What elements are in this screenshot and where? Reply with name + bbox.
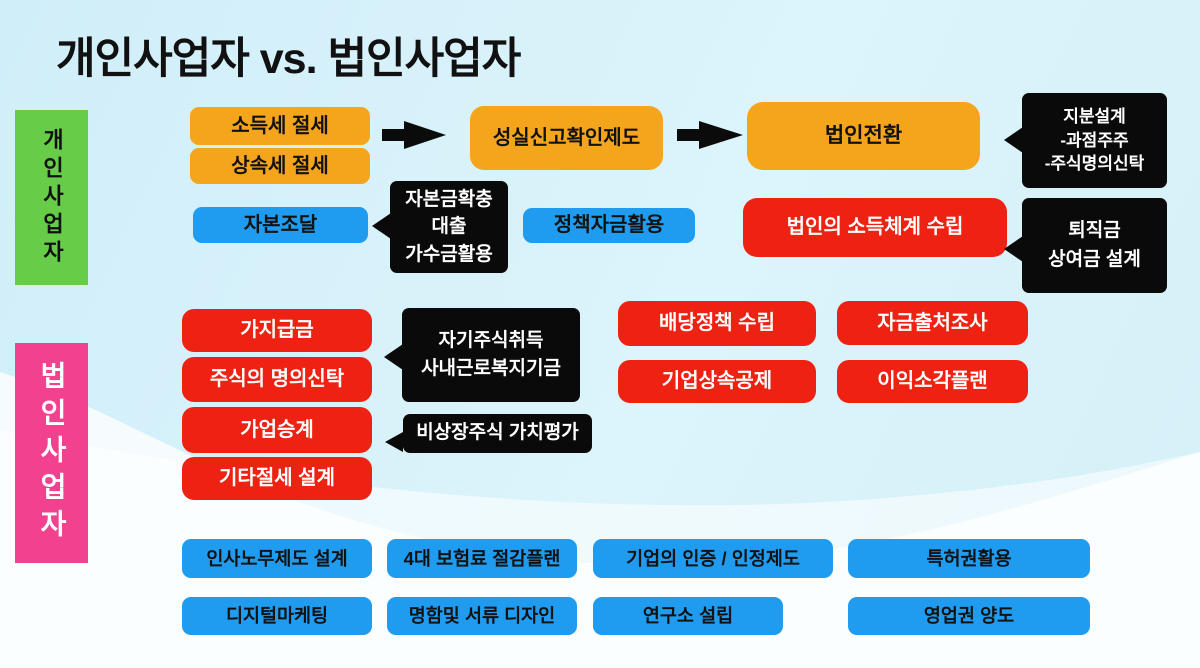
- callout-line: -과점주주: [1060, 130, 1129, 150]
- callout-line: 비상장주식 가치평가: [416, 422, 579, 444]
- box-profit-retirement-plan: 이익소각플랜: [837, 360, 1028, 403]
- box-capital-raising: 자본조달: [193, 207, 368, 243]
- box-business-succession: 가업승계: [182, 407, 372, 453]
- callout-line: 가수금활용: [405, 243, 493, 265]
- flow-arrow-icon: [382, 121, 446, 149]
- callout-line: 자기주식취득: [438, 329, 544, 351]
- callout-tail-left: [384, 344, 403, 370]
- box-digital-marketing: 디지털마케팅: [182, 597, 372, 635]
- callout-tail-left: [385, 432, 403, 452]
- callout-tail-left: [372, 213, 391, 239]
- box-insurance-saving: 4대 보험료 절감플랜: [387, 539, 577, 578]
- box-provisional-payment: 가지급금: [182, 309, 372, 352]
- box-income-tax-saving: 소득세 절세: [190, 107, 370, 145]
- side-label-personal: 개인사업자: [15, 110, 88, 285]
- callout-equity-design: 지분설계 -과점주주 -주식명의신탁: [1004, 93, 1167, 188]
- callout-treasury-stock: 자기주식취득 사내근로복지기금: [384, 308, 580, 402]
- callout-line: 퇴직금: [1068, 220, 1121, 241]
- box-stock-title-trust: 주식의 명의신탁: [182, 357, 372, 402]
- box-faithful-reporting: 성실신고확인제도: [470, 106, 663, 170]
- flow-arrow-icon: [677, 121, 743, 149]
- box-fund-source-audit: 자금출처조사: [837, 301, 1028, 345]
- page-title: 개인사업자 vs. 법인사업자: [56, 35, 521, 83]
- box-inheritance-deduction: 기업상속공제: [618, 360, 816, 403]
- box-goodwill-transfer: 영업권 양도: [848, 597, 1090, 635]
- callout-retirement-bonus: 퇴직금 상여금 설계: [1004, 198, 1167, 293]
- callout-line: 지분설계: [1063, 107, 1126, 127]
- callout-tail-left: [1004, 236, 1023, 262]
- box-research-center: 연구소 설립: [593, 597, 783, 635]
- box-patent-use: 특허권활용: [848, 539, 1090, 578]
- box-card-design: 명함및 서류 디자인: [387, 597, 577, 635]
- box-incorporation: 법인전환: [747, 102, 980, 170]
- callout-line: 자본금확충: [405, 188, 493, 210]
- box-policy-funds: 정책자금활용: [523, 208, 695, 243]
- box-other-tax-design: 기타절세 설계: [182, 457, 372, 500]
- box-dividend-policy: 배당정책 수립: [618, 301, 816, 346]
- side-label-corporate: 법인사업자: [15, 343, 88, 563]
- box-certification: 기업의 인증 / 인정제도: [593, 539, 833, 578]
- callout-line: 대출: [431, 216, 467, 238]
- callout-capital-expansion: 자본금확충 대출 가수금활용: [372, 181, 508, 273]
- callout-line: 상여금 설계: [1048, 248, 1141, 270]
- box-income-structure: 법인의 소득체계 수립: [743, 198, 1007, 257]
- side-label-corporate-text: 법인사업자: [36, 360, 68, 546]
- callout-unlisted-valuation: 비상장주식 가치평가: [385, 414, 592, 453]
- box-inheritance-tax-saving: 상속세 절세: [190, 148, 370, 184]
- callout-line: 사내근로복지기금: [421, 358, 561, 379]
- callout-line: -주식명의신탁: [1044, 154, 1145, 174]
- box-hr-system: 인사노무제도 설계: [182, 539, 372, 578]
- side-label-personal-text: 개인사업자: [39, 127, 65, 268]
- callout-tail-left: [1004, 127, 1023, 153]
